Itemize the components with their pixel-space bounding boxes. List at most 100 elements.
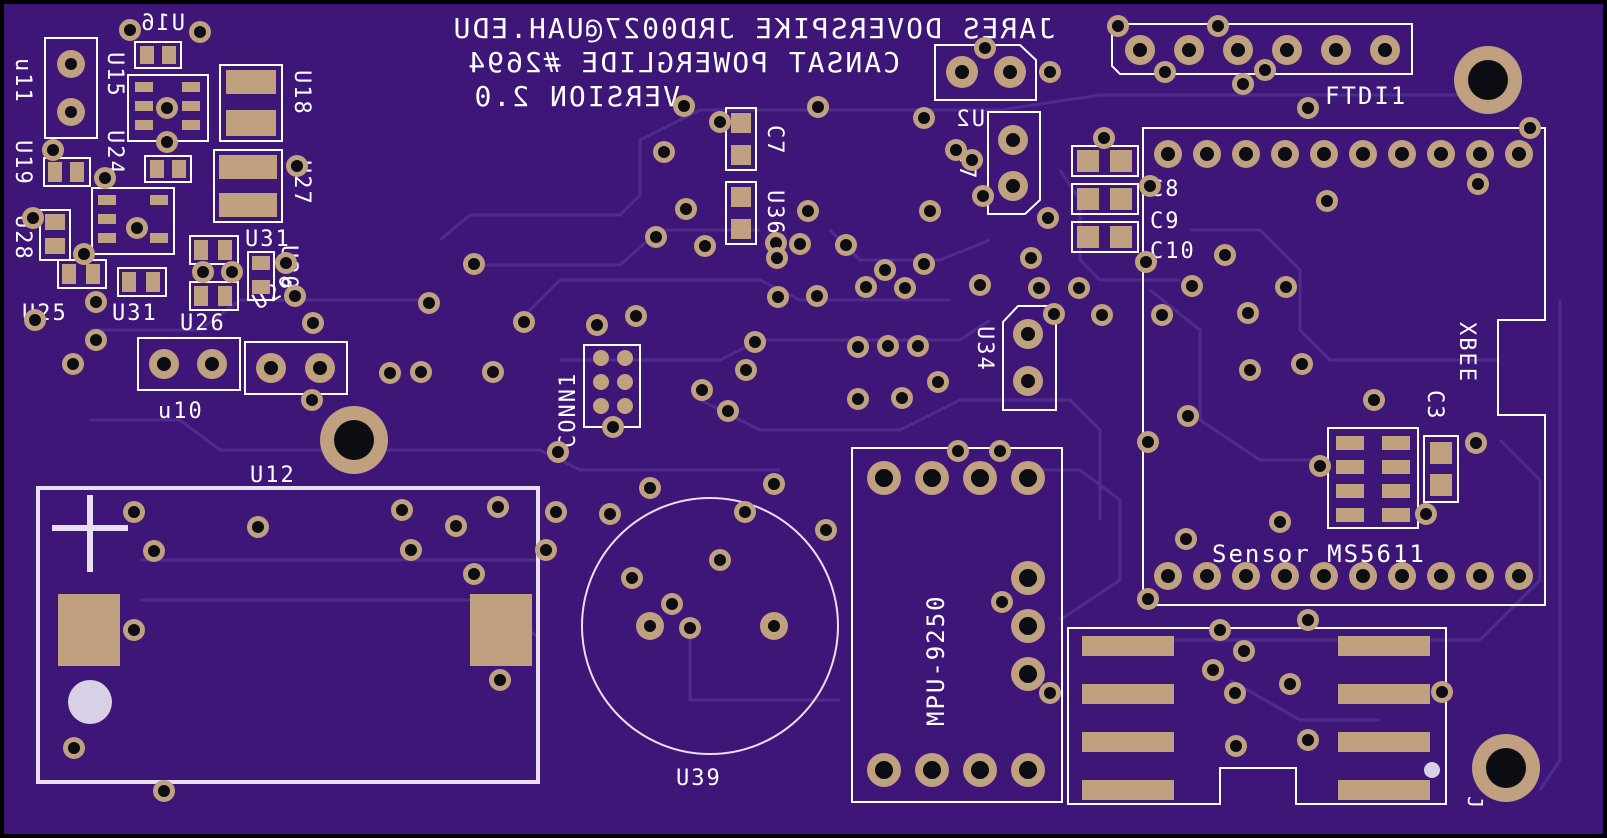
mounting-hole-top-right <box>1454 46 1522 114</box>
pad-hole <box>289 290 301 302</box>
pad-hole <box>918 112 930 124</box>
pad-hole <box>1200 569 1214 583</box>
pad-hole <box>1142 593 1154 605</box>
pad-hole <box>840 239 852 251</box>
smd-parts-top-left <box>39 41 283 311</box>
pad-hole <box>494 674 506 686</box>
silk-line-1: JARES DOVERSPIKE JRD0027@UAH.EDU <box>452 12 1055 45</box>
pad-hole <box>68 742 80 754</box>
pad-hole <box>1048 308 1060 320</box>
pad-hole <box>415 366 427 378</box>
silk-line-2: CANSAT POWERGLIDE #2694 <box>466 46 900 79</box>
pad-hole <box>899 282 911 294</box>
label-u16: U16 <box>139 11 185 36</box>
pad-hole <box>852 393 864 405</box>
module-bottom-right <box>1067 627 1447 805</box>
pad-hole <box>820 524 832 536</box>
pad-hole <box>924 205 936 217</box>
component-u34 <box>1002 305 1057 411</box>
pad-hole <box>1112 20 1124 32</box>
pad-hole <box>291 160 303 172</box>
pad-hole <box>90 296 102 308</box>
label-u34: U34 <box>972 326 997 372</box>
label-c9: C9 <box>1150 209 1181 234</box>
pad-hole <box>99 172 111 184</box>
pad-hole <box>1317 147 1331 161</box>
pad-hole <box>882 340 894 352</box>
mounting-hole-bottom-right <box>1472 734 1540 802</box>
pad-hole <box>1200 147 1214 161</box>
pad-hole <box>1239 569 1253 583</box>
pad-hole <box>1238 645 1250 657</box>
pad-hole <box>604 508 616 520</box>
pad-hole <box>1142 436 1154 448</box>
pad-hole <box>468 258 480 270</box>
pad-hole <box>1140 256 1152 268</box>
pad-hole <box>1524 122 1536 134</box>
xbee-module <box>1142 127 1546 606</box>
pad-hole <box>1230 740 1242 752</box>
pad-hole <box>650 231 662 243</box>
pad-hole <box>714 554 726 566</box>
pad-hole <box>932 376 944 388</box>
pad-hole <box>644 482 656 494</box>
pad-hole <box>1159 66 1171 78</box>
pad-hole <box>128 624 140 636</box>
pad-hole <box>678 100 690 112</box>
pad-hole <box>29 314 41 326</box>
component-u11 <box>44 37 98 139</box>
pad-hole <box>658 146 670 158</box>
pad-hole <box>423 297 435 309</box>
pad-hole <box>67 358 79 370</box>
pad-hole <box>852 341 864 353</box>
xbee-bottom-pins <box>1154 562 1533 590</box>
pad-hole <box>124 24 136 36</box>
pad-hole <box>194 26 206 38</box>
pad-hole <box>78 248 90 260</box>
pad-hole <box>384 367 396 379</box>
pad-hole <box>1244 364 1256 376</box>
pad-hole <box>1212 20 1224 32</box>
label-mpu9250: MPU-9250 <box>922 594 950 726</box>
label-u12: U12 <box>250 463 296 488</box>
pad-hole <box>802 205 814 217</box>
pad-hole <box>1368 394 1380 406</box>
pad-hole <box>492 501 504 513</box>
pad-hole <box>699 240 711 252</box>
pad-hole <box>1144 180 1156 192</box>
pad-hole <box>1436 686 1448 698</box>
pad-hole <box>252 521 264 533</box>
label-u18: U18 <box>289 70 314 116</box>
pad-hole <box>1356 147 1370 161</box>
pad-hole <box>879 264 891 276</box>
pad-hole <box>1280 281 1292 293</box>
pad-hole <box>1395 147 1409 161</box>
pad-hole <box>131 222 143 234</box>
pad-hole <box>1473 569 1487 583</box>
pad-hole <box>148 545 160 557</box>
pad-hole <box>860 281 872 293</box>
pad-hole <box>158 785 170 797</box>
pad-hole <box>280 257 292 269</box>
pad-hole <box>1182 410 1194 422</box>
pad-hole <box>1472 178 1484 190</box>
pad-hole <box>1229 687 1241 699</box>
pad-hole <box>1237 78 1249 90</box>
label-c10: C10 <box>1150 239 1196 264</box>
silk-line-3: VERSION 2.0 <box>473 80 680 113</box>
label-u39: U39 <box>676 766 722 791</box>
pad-hole <box>740 364 752 376</box>
pad-hole <box>1033 282 1045 294</box>
pad-hole <box>591 319 603 331</box>
label-u15: U15 <box>102 52 127 98</box>
pad-hole <box>696 384 708 396</box>
pad-hole <box>812 101 824 113</box>
pad-hole <box>1242 307 1254 319</box>
pad-hole <box>912 340 924 352</box>
pad-hole <box>680 203 692 215</box>
pad-hole <box>1278 569 1292 583</box>
pad-hole <box>811 290 823 302</box>
pad-hole <box>1156 309 1168 321</box>
pad-hole <box>161 102 173 114</box>
pad-hole <box>1219 249 1231 261</box>
